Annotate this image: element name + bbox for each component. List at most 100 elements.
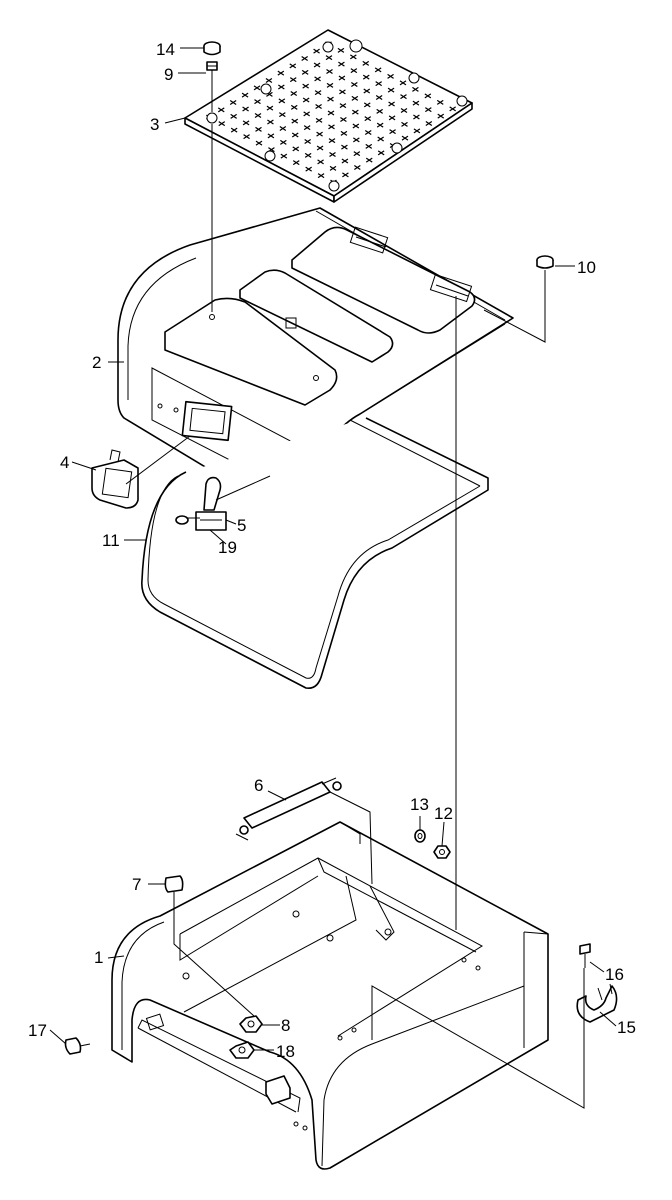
perforation-mark bbox=[290, 91, 298, 96]
perforation-mark bbox=[365, 157, 373, 163]
perforation-mark bbox=[388, 115, 396, 121]
perforation-mark bbox=[350, 54, 357, 60]
perforation-mark bbox=[376, 122, 384, 128]
bolt-17 bbox=[64, 1037, 91, 1055]
perforation-mark bbox=[338, 61, 345, 67]
perforation-mark bbox=[352, 109, 359, 115]
perforation-mark bbox=[353, 137, 360, 143]
top-screw bbox=[536, 255, 554, 286]
callout-labels: 14 9 3 10 2 4 5 19 11 6 13 12 7 1 8 16 1… bbox=[28, 40, 636, 1061]
perforation-mark bbox=[241, 92, 249, 98]
perforation-mark bbox=[304, 152, 312, 158]
perforation-mark bbox=[278, 84, 285, 90]
perforation-mark bbox=[326, 82, 334, 88]
perforation-mark bbox=[280, 153, 288, 159]
perforation-mark bbox=[289, 77, 297, 83]
perforation-mark bbox=[365, 143, 373, 149]
perforation-mark bbox=[364, 116, 372, 122]
perforated-plate bbox=[184, 29, 473, 203]
perforation-mark bbox=[317, 173, 325, 179]
perforation-mark bbox=[363, 102, 371, 108]
perforation-mark bbox=[280, 139, 287, 145]
perforation-mark bbox=[377, 150, 385, 156]
callout-13: 13 bbox=[410, 795, 429, 814]
perforation-mark bbox=[292, 146, 300, 152]
perforation-mark bbox=[376, 108, 383, 114]
perforation-mark bbox=[362, 60, 370, 66]
perforation-mark bbox=[413, 114, 420, 120]
seal-frame bbox=[141, 417, 489, 690]
perforation-mark bbox=[317, 159, 324, 165]
callout-10: 10 bbox=[577, 258, 596, 277]
perforation-mark bbox=[350, 68, 358, 74]
latch-handle bbox=[91, 449, 139, 509]
callout-17: 17 bbox=[28, 1021, 47, 1040]
perforation-mark bbox=[314, 90, 322, 96]
screw-16 bbox=[579, 943, 591, 968]
perforation-mark bbox=[401, 121, 408, 127]
perforation-mark bbox=[364, 130, 372, 135]
callout-4: 4 bbox=[60, 453, 69, 472]
perforation-mark bbox=[277, 70, 285, 76]
perforation-mark bbox=[401, 135, 409, 141]
perforation-mark bbox=[218, 121, 226, 127]
callout-8: 8 bbox=[281, 1016, 290, 1035]
perforation-mark bbox=[304, 139, 311, 144]
perforation-mark bbox=[412, 100, 420, 106]
latch-clip bbox=[175, 476, 227, 531]
perforation-mark bbox=[305, 166, 312, 172]
perforation-mark bbox=[328, 124, 335, 130]
perforation-mark bbox=[254, 99, 261, 105]
perforation-mark bbox=[267, 133, 275, 139]
perforation-mark bbox=[279, 126, 287, 131]
perforation-mark bbox=[301, 56, 308, 61]
callout-5: 5 bbox=[237, 516, 246, 535]
perforation-mark bbox=[375, 81, 382, 87]
nut-18 bbox=[229, 1041, 255, 1059]
perforation-mark bbox=[278, 98, 286, 104]
perforation-mark bbox=[389, 129, 396, 135]
perforation-mark bbox=[425, 121, 433, 126]
perforation-mark bbox=[353, 151, 361, 157]
perforation-mark bbox=[362, 74, 370, 80]
perforation-mark bbox=[424, 93, 432, 99]
perforation-mark bbox=[342, 172, 349, 178]
perforation-mark bbox=[267, 119, 274, 125]
perforation-mark bbox=[255, 126, 262, 132]
callout-19: 19 bbox=[218, 538, 237, 557]
cover-assembly bbox=[117, 207, 514, 522]
perforation-mark bbox=[387, 73, 394, 79]
perforation-mark bbox=[314, 76, 321, 82]
perforation-mark bbox=[413, 128, 421, 134]
assembly-lines bbox=[49, 47, 617, 1109]
perforation-mark bbox=[303, 125, 311, 131]
perforation-mark bbox=[327, 96, 334, 102]
perforation-mark bbox=[400, 94, 407, 100]
perforation-mark bbox=[388, 101, 395, 107]
perforation-mark bbox=[327, 110, 335, 116]
screw-fastener bbox=[206, 61, 218, 112]
callout-11: 11 bbox=[102, 531, 120, 550]
perforation-mark bbox=[339, 89, 346, 95]
perforation-mark bbox=[436, 99, 444, 105]
perforation-mark bbox=[326, 69, 333, 74]
perforation-mark bbox=[399, 80, 407, 86]
perforation-mark bbox=[230, 127, 238, 133]
perforation-mark bbox=[340, 130, 348, 136]
nut-8 bbox=[239, 1015, 263, 1033]
perforation-mark bbox=[374, 67, 382, 73]
hinge-left bbox=[349, 226, 389, 254]
perforation-mark bbox=[253, 85, 261, 91]
perforation-mark bbox=[328, 138, 336, 144]
base-box bbox=[111, 821, 549, 1170]
perforation-mark bbox=[340, 117, 347, 122]
perforation-mark bbox=[265, 78, 273, 83]
callout-3: 3 bbox=[150, 115, 159, 134]
perforation-mark bbox=[425, 107, 432, 113]
callout-1: 1 bbox=[94, 948, 103, 967]
perforation-mark bbox=[375, 95, 383, 100]
perforation-mark bbox=[363, 88, 371, 94]
callout-15: 15 bbox=[617, 1018, 636, 1037]
